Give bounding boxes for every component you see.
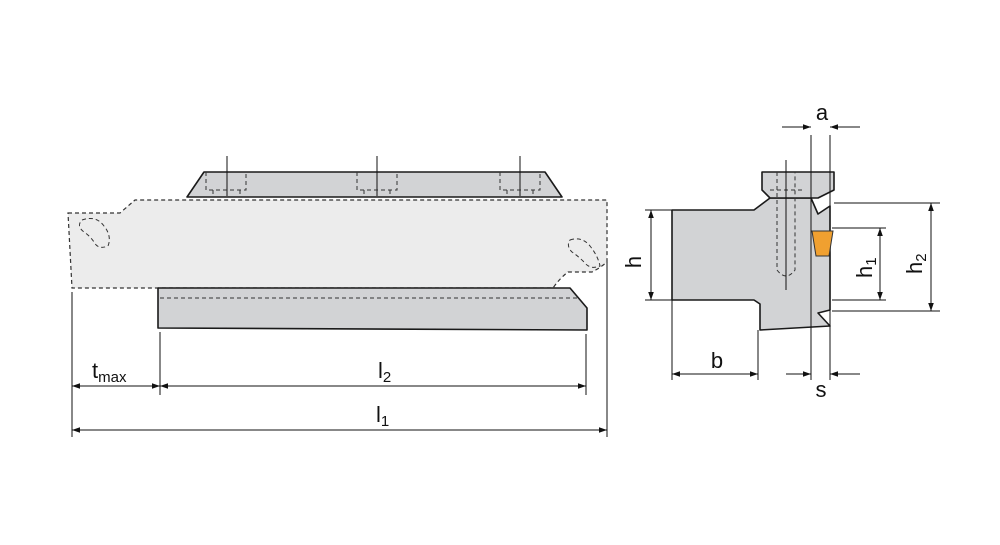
s-label: s (816, 377, 827, 402)
tmax-label: tmax (92, 358, 127, 386)
h1-label: h1 (852, 257, 880, 278)
cutting-insert (811, 230, 834, 257)
holder-block (671, 197, 831, 331)
h2-label: h2 (902, 253, 930, 274)
blade-outline (67, 199, 608, 289)
h-label: h (621, 256, 646, 268)
l1-label: l1 (376, 402, 389, 430)
end-view: h b a s h1 h2 (621, 100, 940, 402)
l2-label: l2 (378, 358, 391, 386)
b-label: b (711, 348, 723, 373)
screw-heads (205, 172, 541, 197)
clamp-top (186, 171, 563, 198)
clamp-block (761, 171, 835, 199)
holder-body (157, 287, 588, 331)
side-view: tmax l2 l1 (67, 156, 608, 437)
a-label: a (816, 100, 829, 125)
